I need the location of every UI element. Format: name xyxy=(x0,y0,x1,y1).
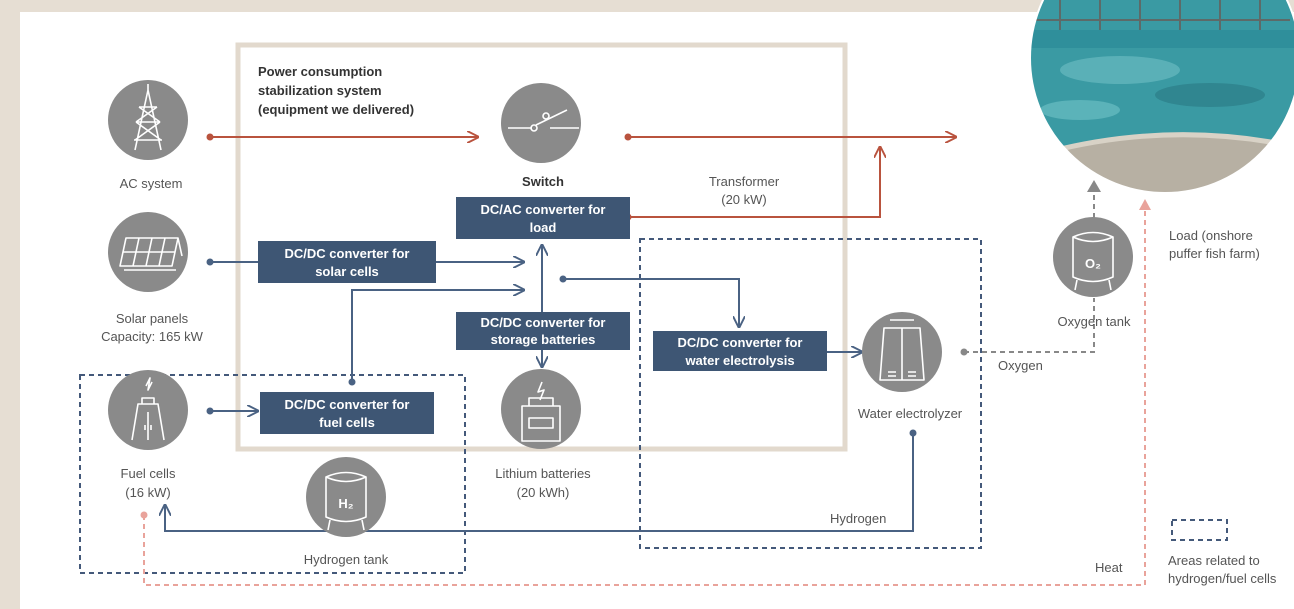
fish-farm-photo xyxy=(1030,0,1294,193)
legend-swatch xyxy=(1171,519,1228,541)
lithium-label-line1: Lithium batteries xyxy=(495,466,591,481)
converter-solar-line2: solar cells xyxy=(315,264,379,279)
oxygen-tank-label: Oxygen tank xyxy=(1058,314,1131,329)
fuel-cell-icon xyxy=(108,370,188,450)
fuel-cell-label-line1: Fuel cells xyxy=(121,466,176,481)
converter-electrolysis-line2: water electrolysis xyxy=(684,353,794,368)
solar-label-line1: Solar panels xyxy=(116,311,189,326)
water-electrolyzer-label: Water electrolyzer xyxy=(858,406,963,421)
converter-dcac-line2: load xyxy=(530,220,557,235)
load-label-line1: Load (onshore xyxy=(1169,228,1253,243)
transformer-label-line1: Transformer xyxy=(709,174,780,189)
solar-label-line2: Capacity: 165 kW xyxy=(101,329,204,344)
hydrogen-area-left xyxy=(79,374,466,574)
converter-dcac-line1: DC/AC converter for xyxy=(481,202,606,217)
stabilization-system-frame xyxy=(235,42,848,452)
oxygen-arrowhead xyxy=(1087,180,1101,192)
photo-frame xyxy=(1029,0,1294,194)
dc-line-dots xyxy=(206,258,917,437)
dc-power-lines xyxy=(165,245,914,532)
ac-system-label: AC system xyxy=(120,176,183,191)
oxygen-flow-label: Oxygen xyxy=(998,358,1043,373)
lithium-battery-icon xyxy=(501,369,581,449)
converter-storage: DC/DC converter for storage batteries xyxy=(456,312,630,350)
ac-power-lines xyxy=(210,137,956,218)
converter-electrolysis: DC/DC converter for water electrolysis xyxy=(653,331,827,371)
o2-label: O₂ xyxy=(1085,256,1101,271)
fuel-cell-label-line2: (16 kW) xyxy=(125,485,171,500)
converter-solar-line1: DC/DC converter for xyxy=(285,246,410,261)
converter-fuel: DC/DC converter for fuel cells xyxy=(260,392,434,434)
legend-label-line1: Areas related to xyxy=(1168,553,1260,568)
switch-label: Switch xyxy=(522,174,564,189)
converter-dcac: DC/AC converter for load xyxy=(456,197,630,239)
converter-fuel-line2: fuel cells xyxy=(319,415,375,430)
heat-flow-label: Heat xyxy=(1095,560,1123,575)
load-label-line2: puffer fish farm) xyxy=(1169,246,1260,261)
hydrogen-flow-label: Hydrogen xyxy=(830,511,886,526)
converter-fuel-line1: DC/DC converter for xyxy=(285,397,410,412)
lithium-label-line2: (20 kWh) xyxy=(517,485,570,500)
converter-storage-line2: storage batteries xyxy=(491,332,596,347)
h2-label: H₂ xyxy=(338,496,353,511)
hydrogen-area-right xyxy=(639,238,982,549)
converter-storage-line1: DC/DC converter for xyxy=(481,315,606,330)
system-title-line2: stabilization system xyxy=(258,83,382,98)
legend-label-line2: hydrogen/fuel cells xyxy=(1168,571,1277,586)
hydrogen-tank-label: Hydrogen tank xyxy=(304,552,389,567)
system-title-line3: (equipment we delivered) xyxy=(258,102,414,117)
oxygen-line xyxy=(964,192,1095,353)
converter-electrolysis-line1: DC/DC converter for xyxy=(678,335,803,350)
system-title-line1: Power consumption xyxy=(258,64,382,79)
heat-line xyxy=(143,208,1146,586)
ac-system-icon xyxy=(108,80,188,160)
heat-arrowhead xyxy=(1139,199,1151,210)
converter-solar: DC/DC converter for solar cells xyxy=(258,241,436,283)
transformer-label-line2: (20 kW) xyxy=(721,192,767,207)
